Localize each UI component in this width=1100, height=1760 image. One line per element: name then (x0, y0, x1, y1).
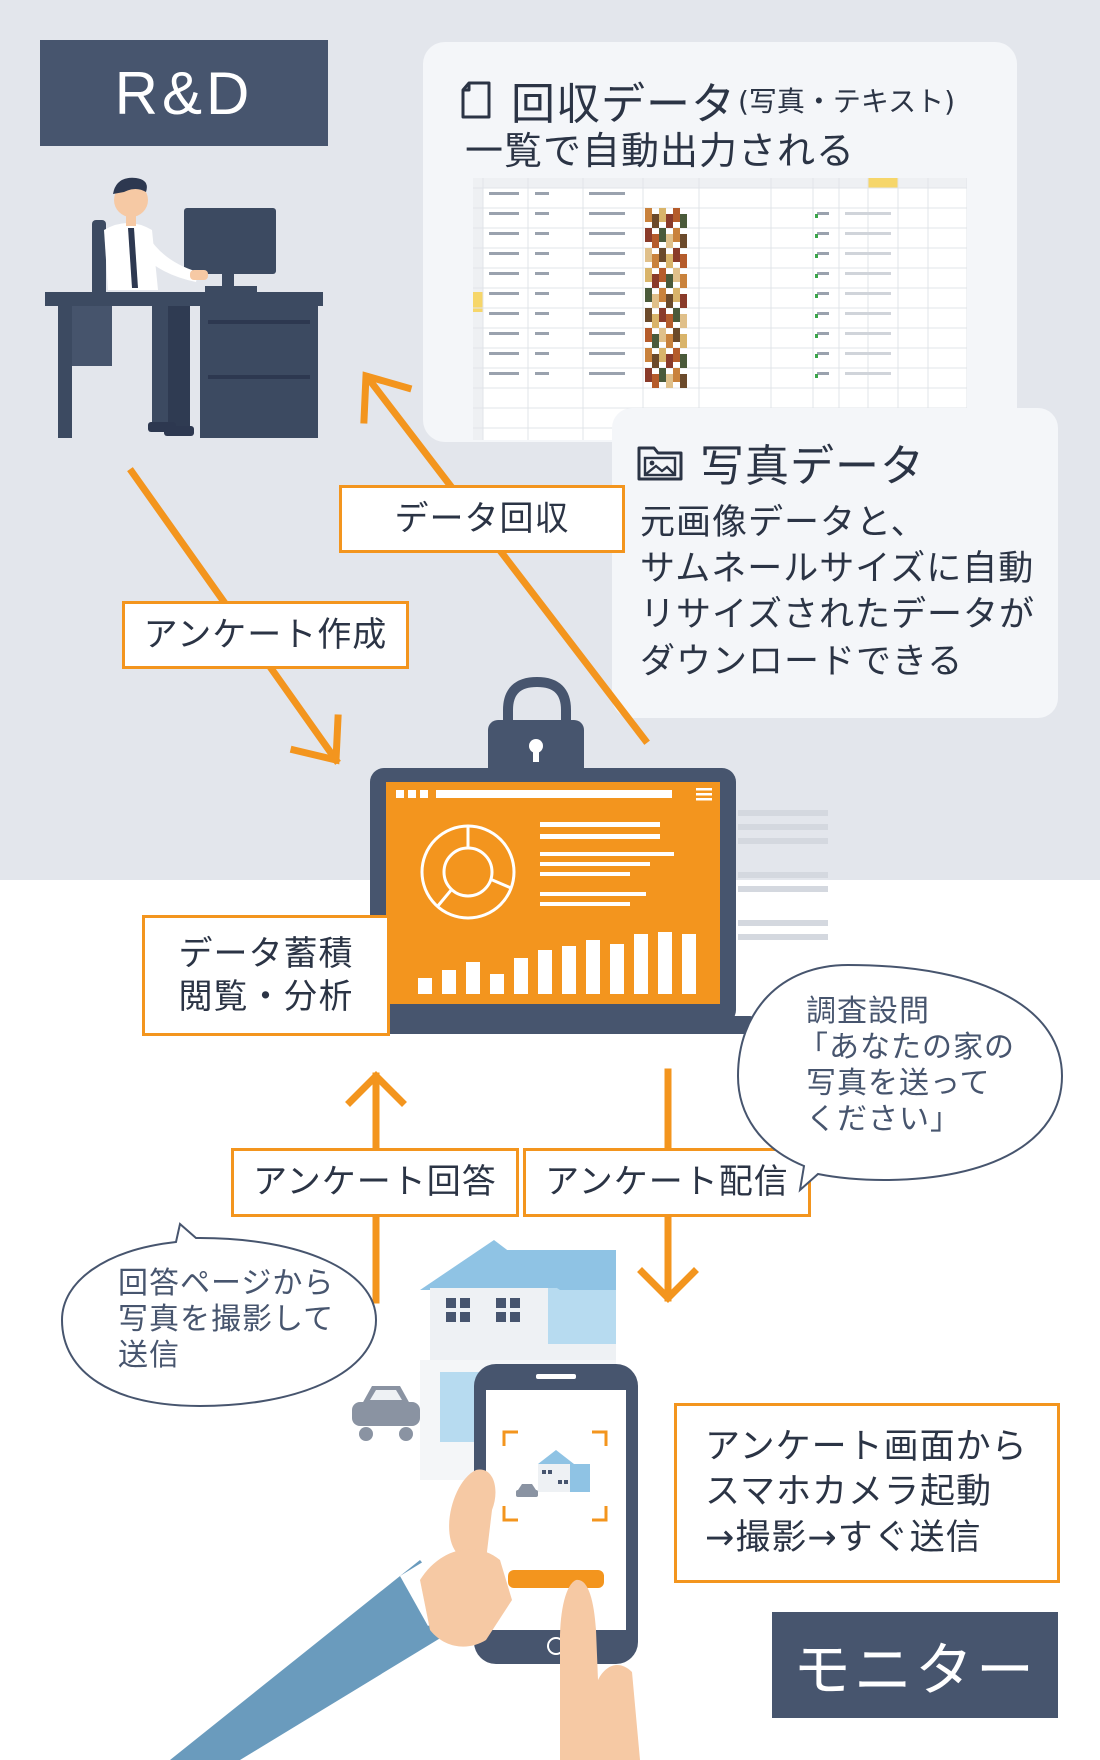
photo-data-title: 写真データ (700, 441, 925, 492)
collected-data-card: 回収データ (写真・テキスト) 一覧で自動出力される (423, 42, 1017, 442)
question-bubble (736, 963, 1064, 1193)
photo-data-line: リサイズされたデータが (640, 595, 1035, 636)
collected-data-title-sub: (写真・テキスト) (738, 85, 956, 118)
data-collect-arrowhead (360, 371, 413, 424)
photo-data-description: 元画像データと、 サムネールサイズに自動 リサイズされたデータが ダウンロードで… (640, 500, 1050, 685)
data-collect-label-box: データ回収 (339, 485, 625, 553)
data-store-label-line1: データ蓄積 (178, 934, 354, 974)
survey-create-label-box: アンケート作成 (122, 601, 409, 669)
answer-line: 回答ページから (118, 1266, 335, 1301)
survey-create-arrowhead (289, 714, 342, 765)
image-folder-icon (637, 446, 683, 481)
phone-note-line: アンケート画面から (705, 1426, 1028, 1467)
photo-data-line: 元画像データと、 (640, 503, 927, 543)
collected-data-title: 回収データ (511, 79, 736, 130)
survey-deliver-arrowhead (637, 1267, 699, 1303)
phone-note-box: アンケート画面から スマホカメラ起動 →撮影→すぐ送信 (674, 1403, 1060, 1583)
rd-label: R&D (114, 59, 254, 127)
house-icon (420, 1240, 560, 1290)
question-line: 「あなたの家の (798, 1030, 1015, 1065)
photo-data-card: 写真データ 元画像データと、 サムネールサイズに自動 リサイズされたデータが ダ… (612, 408, 1058, 718)
phone-note-line: →撮影→すぐ送信 (705, 1517, 982, 1558)
answer-line: 送信 (118, 1338, 180, 1373)
survey-answer-label-box: アンケート回答 (231, 1148, 519, 1217)
survey-deliver-label: アンケート配信 (545, 1162, 789, 1203)
question-line: 調査設問 (806, 994, 930, 1029)
answer-line: 写真を撮影して (118, 1302, 335, 1337)
photo-data-line: サムネールサイズに自動 (640, 549, 1035, 590)
survey-create-label: アンケート作成 (143, 614, 388, 655)
spreadsheet-preview (473, 178, 967, 440)
data-collect-arrow (363, 373, 650, 745)
answer-bubble-text: 回答ページから 写真を撮影して 送信 (118, 1266, 358, 1374)
researcher-illustration (45, 177, 323, 438)
monitor-scene-illustration (170, 1240, 640, 1760)
data-store-label-box: データ蓄積 閲覧・分析 (142, 915, 390, 1036)
laptop-dashboard-illustration (370, 676, 828, 1034)
data-store-label-line2: 閲覧・分析 (178, 976, 354, 1017)
photo-data-line: ダウンロードできる (640, 641, 964, 682)
document-icon (461, 81, 491, 119)
question-line: ください」 (806, 1102, 961, 1137)
answer-bubble (60, 1222, 378, 1408)
monitor-label: モニター (792, 1636, 1037, 1704)
send-button-graphic (508, 1570, 604, 1588)
question-bubble-text: 調査設問 「あなたの家の 写真を送って ください」 (798, 994, 1046, 1138)
question-line: 写真を送って (806, 1066, 991, 1101)
survey-answer-label: アンケート回答 (253, 1162, 497, 1203)
survey-answer-arrowhead (345, 1071, 407, 1107)
survey-deliver-label-box: アンケート配信 (523, 1148, 811, 1217)
monitor-label-box: モニター (772, 1612, 1058, 1718)
collected-data-subtitle: 一覧で自動出力される (465, 129, 856, 173)
phone-note-line: スマホカメラ起動 (705, 1472, 992, 1513)
rd-label-box: R&D (40, 40, 328, 146)
data-collect-label: データ回収 (394, 498, 570, 539)
